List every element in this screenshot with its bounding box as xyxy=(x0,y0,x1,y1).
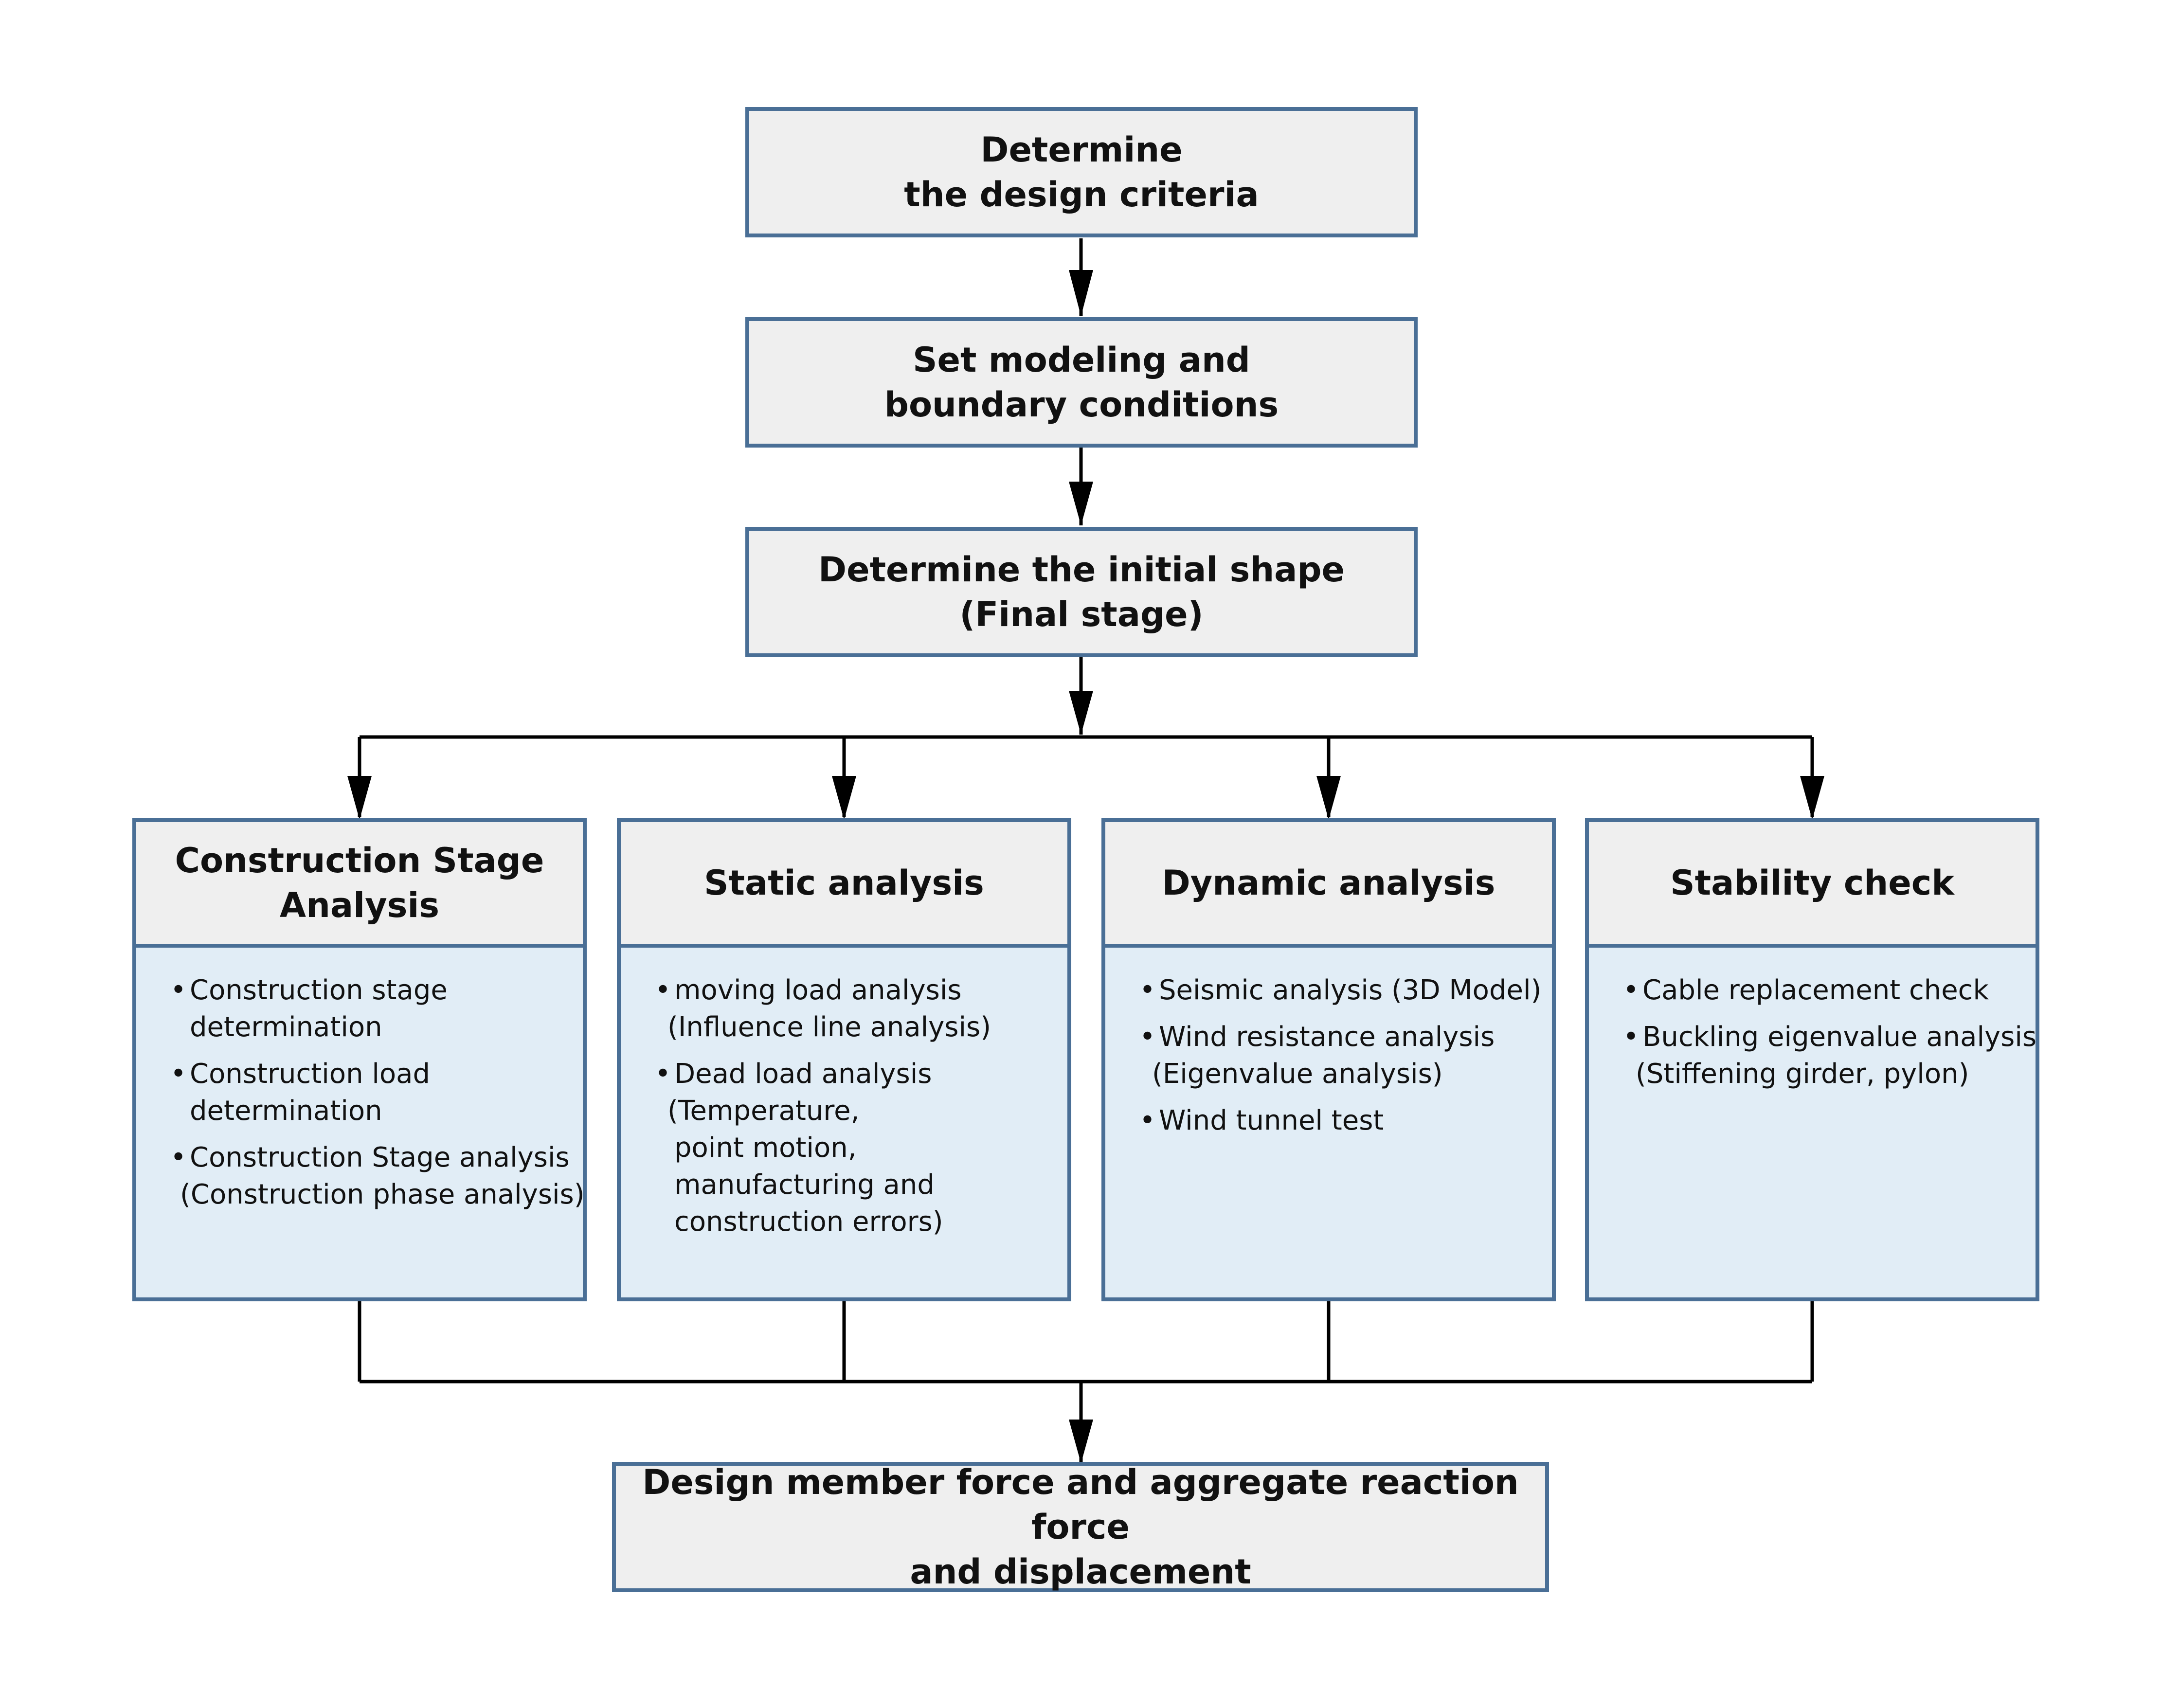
item-line: point motion, xyxy=(674,1132,857,1164)
arrowhead-1-to-2 xyxy=(1069,270,1093,316)
item-line: determination xyxy=(190,1095,382,1127)
item-line: determination xyxy=(190,1011,382,1043)
item-line: Wind tunnel test xyxy=(1159,1105,1384,1136)
panel-title: Construction Stage Analysis xyxy=(136,822,583,948)
panel-items: moving load analysis (Influence line ana… xyxy=(621,948,1067,1241)
list-item: Wind tunnel test xyxy=(1139,1102,1532,1139)
panel-items: Seismic analysis (3D Model) Wind resista… xyxy=(1105,948,1552,1139)
panel-title-line: Static analysis xyxy=(704,863,984,903)
panel-title: Stability check xyxy=(1589,822,2036,948)
list-item: Construction Stage analysis (Constructio… xyxy=(170,1139,585,1213)
list-item: Wind resistance analysis (Eigenvalue ana… xyxy=(1139,1019,1532,1093)
item-line: (Eigenvalue analysis) xyxy=(1152,1058,1443,1090)
panel-title: Static analysis xyxy=(621,822,1067,948)
item-line: moving load analysis xyxy=(674,974,962,1006)
list-item: Construction stage determination xyxy=(170,972,563,1046)
step-design-member-force: Design member force and aggregate reacti… xyxy=(612,1462,1549,1592)
item-line: Buckling eigenvalue analysis xyxy=(1642,1021,2037,1053)
panel-title-line: Stability check xyxy=(1670,863,1954,903)
item-line: (Temperature, xyxy=(667,1095,860,1127)
step-determine-initial-shape: Determine the initial shape (Final stage… xyxy=(745,527,1418,657)
panel-dynamic-analysis: Dynamic analysis Seismic analysis (3D Mo… xyxy=(1101,818,1556,1301)
panel-title-line: Analysis xyxy=(279,885,440,925)
panel-items: Cable replacement check Buckling eigenva… xyxy=(1589,948,2036,1093)
step-3-line-1: Determine the initial shape xyxy=(818,550,1345,590)
list-item: Cable replacement check xyxy=(1623,972,2016,1009)
step-determine-design-criteria: Determine the design criteria xyxy=(745,107,1418,237)
step-1-line-1: Determine xyxy=(980,130,1183,170)
list-item: moving load analysis (Influence line ana… xyxy=(655,972,1048,1046)
item-line: Construction load xyxy=(190,1058,431,1090)
list-item: Dead load analysis (Temperature, point m… xyxy=(655,1056,1048,1241)
arrowhead-3-to-bar xyxy=(1069,691,1093,735)
step-1-line-2: the design criteria xyxy=(904,175,1259,215)
step-3-line-2: (Final stage) xyxy=(959,594,1204,634)
step-2-line-1: Set modeling and xyxy=(913,340,1250,380)
item-line: Dead load analysis xyxy=(674,1058,932,1090)
panel-title: Dynamic analysis xyxy=(1105,822,1552,948)
item-line: manufacturing and xyxy=(674,1169,935,1201)
step-set-modeling-boundary: Set modeling and boundary conditions xyxy=(745,317,1418,448)
panel-static-analysis: Static analysis moving load analysis (In… xyxy=(617,818,1071,1301)
arrowhead-merge-to-final xyxy=(1069,1420,1093,1463)
item-line: (Construction phase analysis) xyxy=(180,1179,585,1210)
step-2-line-2: boundary conditions xyxy=(884,385,1279,425)
list-item: Seismic analysis (3D Model) xyxy=(1139,972,1542,1009)
item-line: construction errors) xyxy=(674,1206,943,1238)
item-line: Wind resistance analysis xyxy=(1159,1021,1495,1053)
item-line: (Stiffening girder, pylon) xyxy=(1636,1058,1969,1090)
item-line: Cable replacement check xyxy=(1642,974,1989,1006)
panel-stability-check: Stability check Cable replacement check … xyxy=(1585,818,2039,1301)
panel-title-line: Construction Stage xyxy=(175,841,544,881)
item-line: (Influence line analysis) xyxy=(667,1011,991,1043)
item-line: Construction stage xyxy=(190,974,448,1006)
item-line: Seismic analysis (3D Model) xyxy=(1159,974,1542,1006)
item-line: Construction Stage analysis xyxy=(190,1142,570,1173)
panel-items: Construction stage determination Constru… xyxy=(136,948,585,1213)
panel-construction-stage-analysis: Construction Stage Analysis Construction… xyxy=(132,818,587,1301)
list-item: Buckling eigenvalue analysis (Stiffening… xyxy=(1623,1019,2037,1093)
panel-title-line: Dynamic analysis xyxy=(1162,863,1495,903)
arrowhead-2-to-3 xyxy=(1069,482,1093,525)
final-line-2: and displacement xyxy=(910,1552,1251,1592)
list-item: Construction load determination xyxy=(170,1056,563,1130)
final-line-1: Design member force and aggregate reacti… xyxy=(642,1462,1519,1547)
